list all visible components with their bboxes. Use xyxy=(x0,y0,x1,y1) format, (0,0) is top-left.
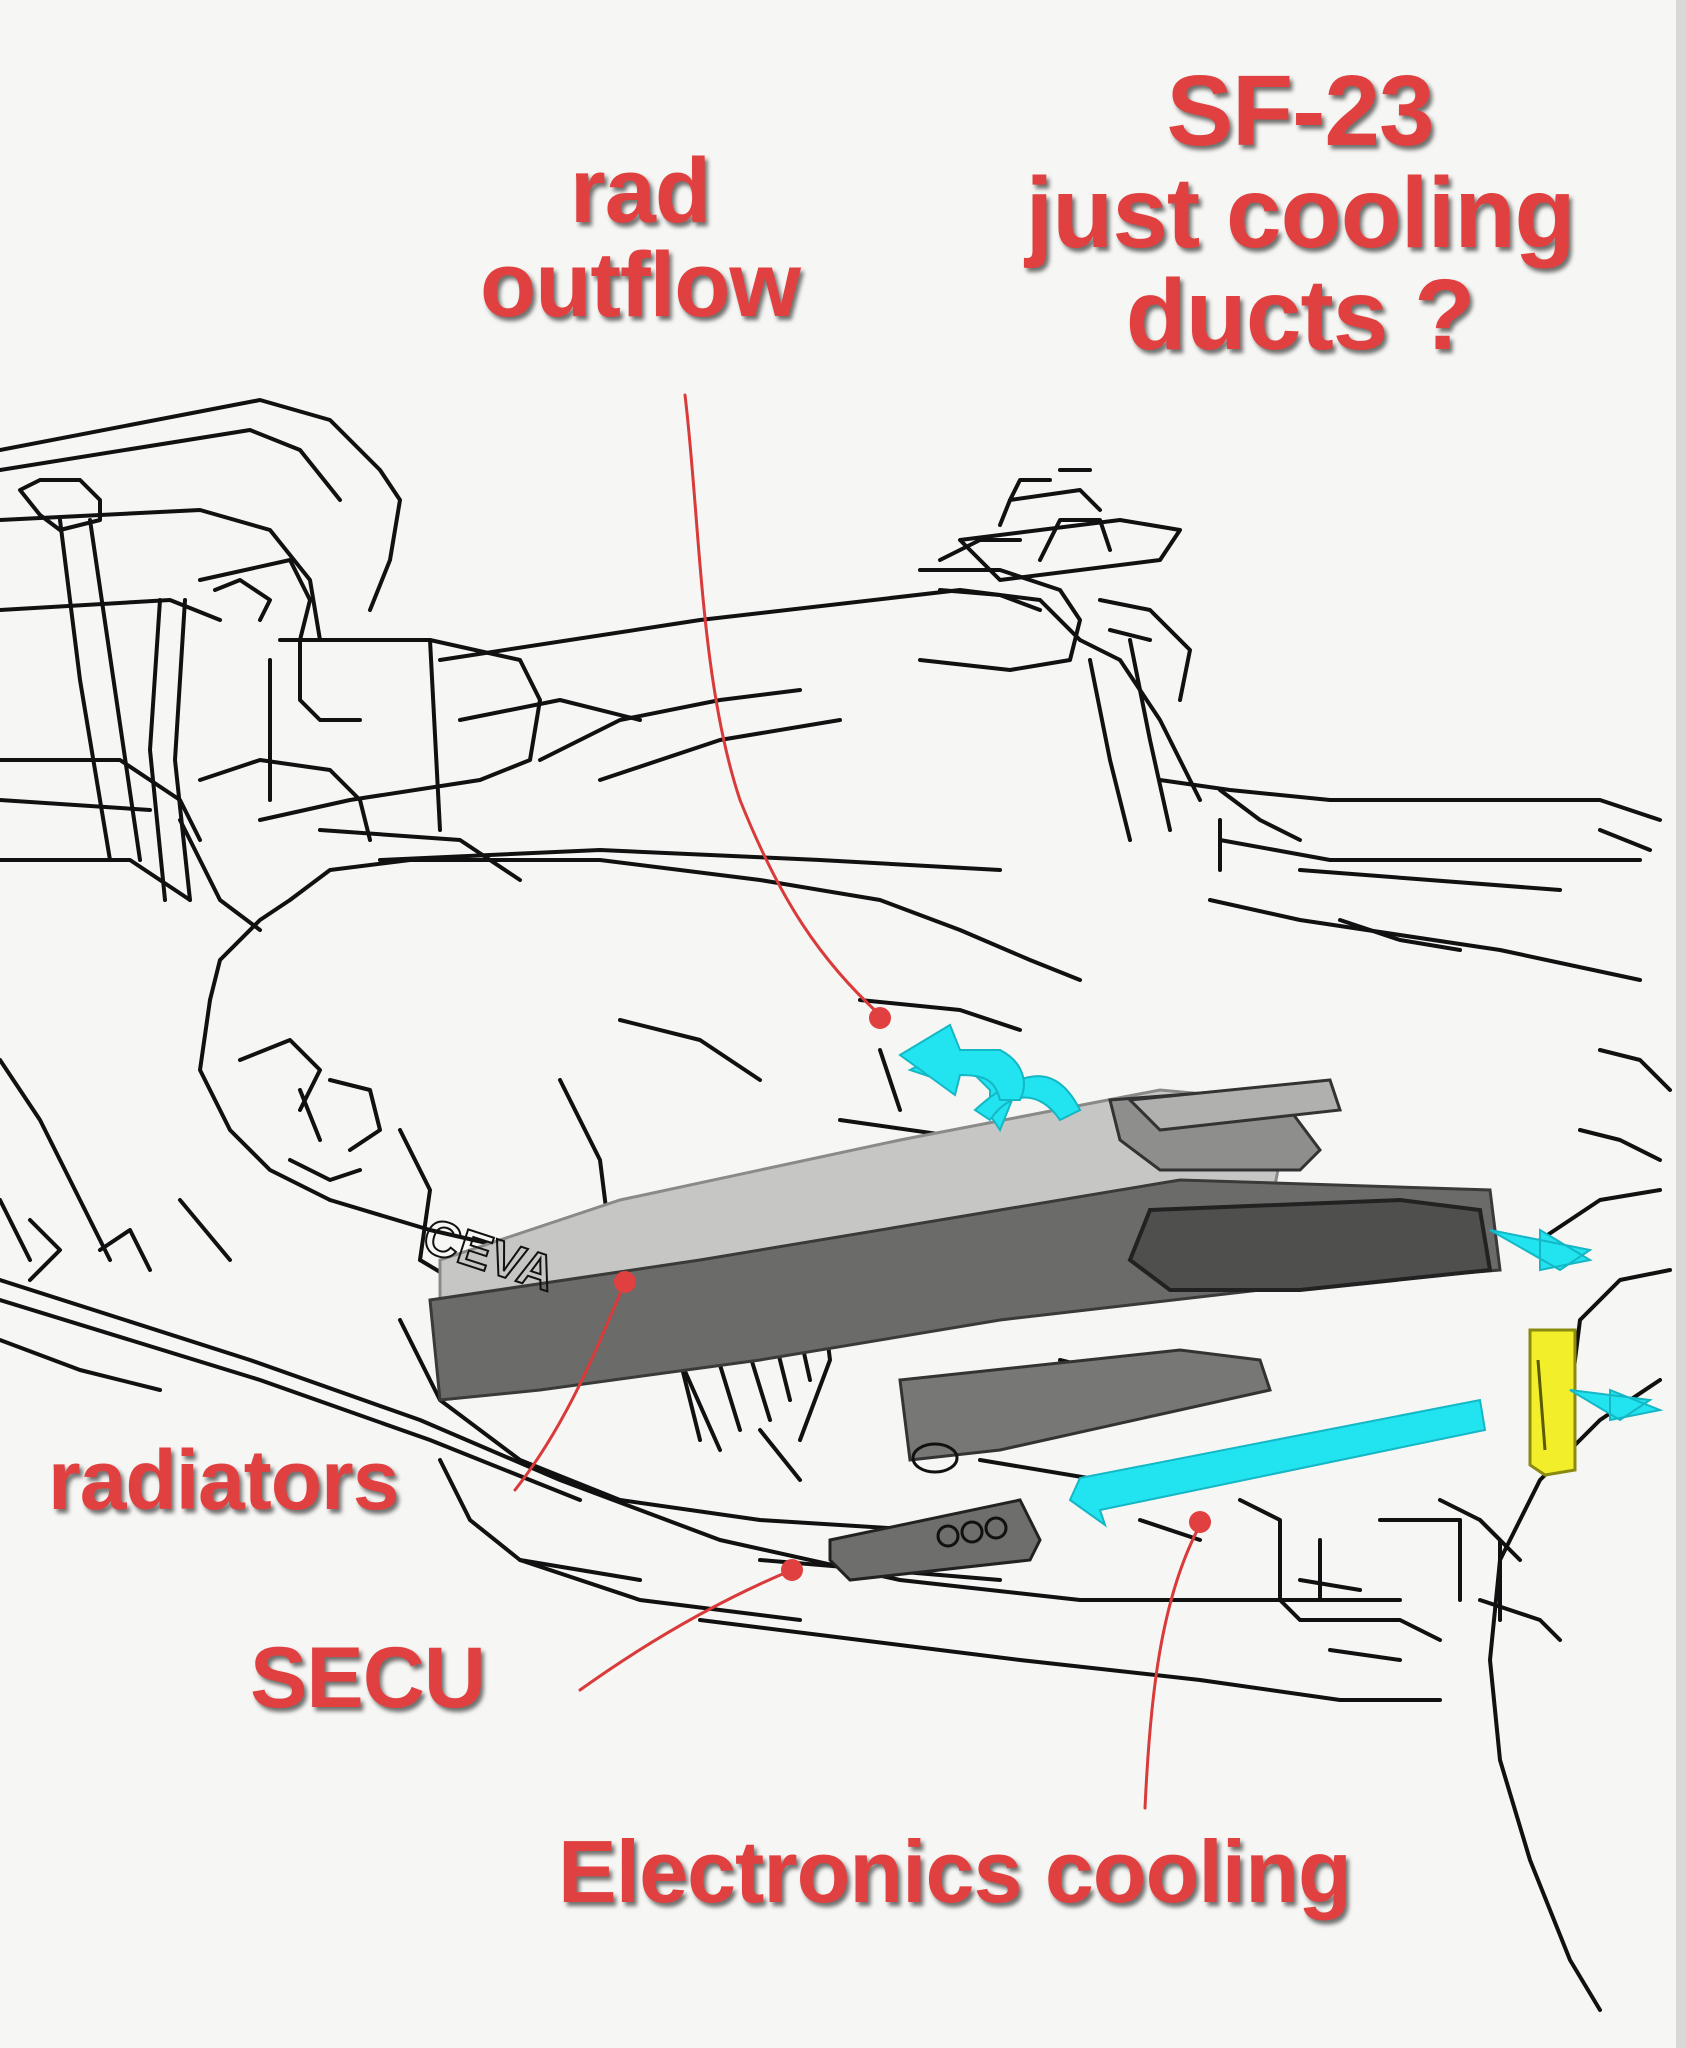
diagram-title: SF-23 just cooling ducts ? xyxy=(940,60,1660,366)
ink-lines xyxy=(0,398,1672,2012)
leader-lines xyxy=(513,393,1202,1810)
callout-secu: SECU xyxy=(250,1630,486,1726)
sidepod-front xyxy=(198,998,332,1202)
airflow-arrow-icon xyxy=(1068,1398,1487,1528)
rear-tyre-arc xyxy=(1488,1378,1662,2012)
leader-secu xyxy=(578,1568,794,1692)
leader-radiators xyxy=(513,1280,627,1492)
rad-outflow-line-2: outflow xyxy=(480,233,801,336)
engine-cover-spine xyxy=(438,588,1082,662)
rear-cover-top xyxy=(258,638,542,822)
leader-dot-icon xyxy=(614,1271,636,1293)
sidepod-logo xyxy=(238,1038,322,1112)
title-line-3: ducts ? xyxy=(1125,259,1476,371)
sidepod-upper xyxy=(1158,778,1662,822)
rear-wing-top xyxy=(0,398,402,612)
floor-edge xyxy=(0,1278,1402,1602)
leader-rad-outflow xyxy=(683,393,882,1017)
leader-dots xyxy=(614,1007,1211,1581)
leader-dot-icon xyxy=(781,1559,803,1581)
leader-dot-icon xyxy=(869,1007,891,1029)
airflow-arrows xyxy=(898,1023,1664,1528)
airflow-arrow-icon xyxy=(1569,1388,1664,1422)
callout-rad-outflow: rad outflow xyxy=(440,140,840,336)
wing-pillar-left xyxy=(58,518,112,862)
secu-box xyxy=(828,1498,1042,1582)
title-line-1: SF-23 xyxy=(1166,55,1434,167)
rad-outflow-line-1: rad xyxy=(569,140,711,242)
leader-dot-icon xyxy=(1189,1511,1211,1533)
floor-step xyxy=(1238,1498,1442,1642)
airflow-arrow-icon xyxy=(898,1023,1025,1101)
airflow-arrow-icon xyxy=(1489,1228,1593,1272)
electronics-duct xyxy=(898,1348,1272,1462)
halo-intake xyxy=(918,568,1082,672)
sidepod-inlet xyxy=(1127,1197,1493,1292)
wing-pillar-right xyxy=(148,598,167,902)
wing-endplate-tab xyxy=(18,478,102,532)
paper-edge xyxy=(1676,0,1686,2048)
sidepod-top xyxy=(288,858,1082,982)
title-line-2: just cooling xyxy=(1025,157,1575,269)
electronics-inlet-yellow xyxy=(1528,1328,1577,1477)
callout-radiators: radiators xyxy=(48,1433,399,1527)
camera-pod xyxy=(958,518,1182,582)
leader-electronics xyxy=(1143,1523,1202,1810)
wing-flap xyxy=(198,558,312,642)
callout-electronics-cooling: Electronics cooling xyxy=(558,1822,1352,1921)
ducts xyxy=(428,1078,1577,1582)
